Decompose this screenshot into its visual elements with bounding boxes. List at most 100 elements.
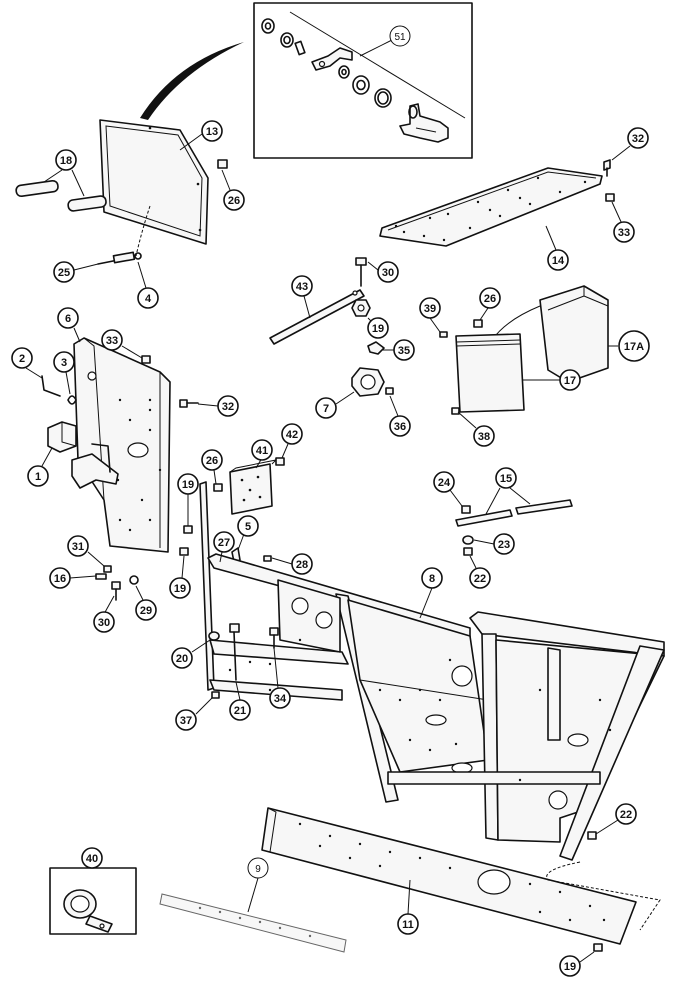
callout-42: 42 — [281, 423, 303, 459]
svg-text:36: 36 — [394, 421, 406, 433]
plate-35 — [367, 341, 385, 355]
screw-37 — [211, 691, 220, 699]
callout-29: 29 — [135, 585, 157, 621]
nut-33-top — [605, 193, 615, 202]
svg-text:27: 27 — [218, 537, 230, 549]
callout-26-bracket: 26 — [201, 449, 223, 485]
callout-36: 36 — [389, 395, 411, 437]
frame-leader — [546, 861, 661, 931]
callout-15: 15 — [485, 467, 531, 515]
nut-26-cover — [473, 319, 483, 328]
svg-text:23: 23 — [498, 539, 510, 551]
svg-text:19: 19 — [564, 961, 576, 973]
callout-9: 9 — [247, 857, 269, 913]
svg-text:40: 40 — [86, 853, 98, 865]
svg-text:2: 2 — [19, 353, 25, 365]
nut-26-bracket — [213, 483, 223, 492]
svg-text:6: 6 — [65, 313, 71, 325]
screw-39 — [439, 331, 448, 338]
svg-text:35: 35 — [398, 345, 410, 357]
callout-21: 21 — [229, 681, 251, 721]
callout-2: 2 — [11, 347, 43, 379]
svg-text:28: 28 — [296, 559, 308, 571]
svg-text:39: 39 — [424, 303, 436, 315]
cover-17a — [539, 285, 609, 383]
svg-text:41: 41 — [256, 445, 268, 457]
rail-11 — [261, 807, 637, 945]
bolt-16 — [95, 573, 107, 580]
callout-51: 51 — [359, 25, 411, 57]
washer-23 — [462, 535, 474, 545]
svg-text:26: 26 — [484, 293, 496, 305]
callout-27: 27 — [213, 531, 235, 563]
nut-19-lower — [593, 943, 603, 952]
callout-28: 28 — [271, 553, 313, 575]
callout-33-top: 33 — [611, 201, 635, 243]
clip-4 — [97, 251, 142, 265]
svg-text:26: 26 — [206, 455, 218, 467]
svg-text:25: 25 — [58, 267, 70, 279]
hinge-bracket — [71, 443, 119, 489]
rod-43 — [269, 289, 365, 345]
bolt-22-top — [463, 547, 473, 556]
clip-3 — [67, 395, 77, 405]
svg-text:21: 21 — [234, 705, 246, 717]
bolt-30-top — [355, 257, 367, 287]
callout-19-top: 19 — [367, 317, 389, 339]
callout-19-lower: 19 — [559, 951, 595, 977]
nut-38 — [451, 407, 460, 415]
svg-text:24: 24 — [438, 477, 451, 489]
callout-35: 35 — [382, 339, 415, 361]
bracket-41 — [229, 459, 278, 515]
screw-28 — [263, 555, 272, 562]
washer-29 — [129, 575, 139, 585]
washer-20 — [208, 631, 220, 641]
nut-19-mid-a — [183, 525, 193, 534]
bolt-34 — [269, 627, 279, 649]
bearing-flange-7 — [351, 367, 385, 397]
svg-text:32: 32 — [632, 133, 644, 145]
bolt-30-lower — [111, 581, 121, 601]
callout-22-top: 22 — [469, 555, 491, 589]
callout-43: 43 — [291, 275, 313, 319]
screw-32-panel — [179, 399, 199, 408]
svg-text:1: 1 — [35, 471, 41, 483]
callout-39: 39 — [419, 297, 441, 333]
callout-40: 40 — [81, 847, 103, 869]
svg-text:14: 14 — [552, 255, 565, 267]
strip-9 — [159, 893, 347, 953]
callout-18: 18 — [43, 149, 85, 197]
svg-text:11: 11 — [402, 919, 414, 931]
svg-text:4: 4 — [145, 293, 152, 305]
screw-32-top — [603, 159, 611, 177]
svg-text:30: 30 — [98, 617, 110, 629]
svg-text:26: 26 — [228, 195, 240, 207]
svg-text:13: 13 — [206, 126, 218, 138]
callout-19-mid-b: 19 — [169, 555, 191, 599]
callout-26-cover: 26 — [479, 287, 501, 321]
svg-text:19: 19 — [372, 323, 384, 335]
detail-arc — [140, 42, 244, 120]
block-1 — [47, 421, 77, 453]
svg-text:16: 16 — [54, 573, 66, 585]
callout-3: 3 — [53, 351, 75, 395]
straps-15 — [455, 499, 573, 527]
callout-22-lower: 22 — [595, 803, 637, 835]
wire-leader — [135, 205, 151, 257]
svg-text:30: 30 — [382, 267, 394, 279]
callout-11: 11 — [397, 879, 419, 935]
bolt-21 — [229, 623, 240, 681]
nut-24 — [461, 505, 471, 514]
callout-20: 20 — [171, 639, 211, 669]
svg-text:7: 7 — [323, 403, 329, 415]
callout-24: 24 — [433, 471, 463, 507]
detail-inset-51 — [253, 2, 473, 159]
svg-text:17A: 17A — [624, 341, 644, 353]
svg-text:42: 42 — [286, 429, 298, 441]
callout-32-top: 32 — [611, 127, 649, 161]
svg-text:33: 33 — [618, 227, 630, 239]
callout-5: 5 — [237, 515, 259, 551]
callout-19-mid-a: 19 — [177, 473, 199, 526]
callout-23: 23 — [473, 533, 515, 555]
